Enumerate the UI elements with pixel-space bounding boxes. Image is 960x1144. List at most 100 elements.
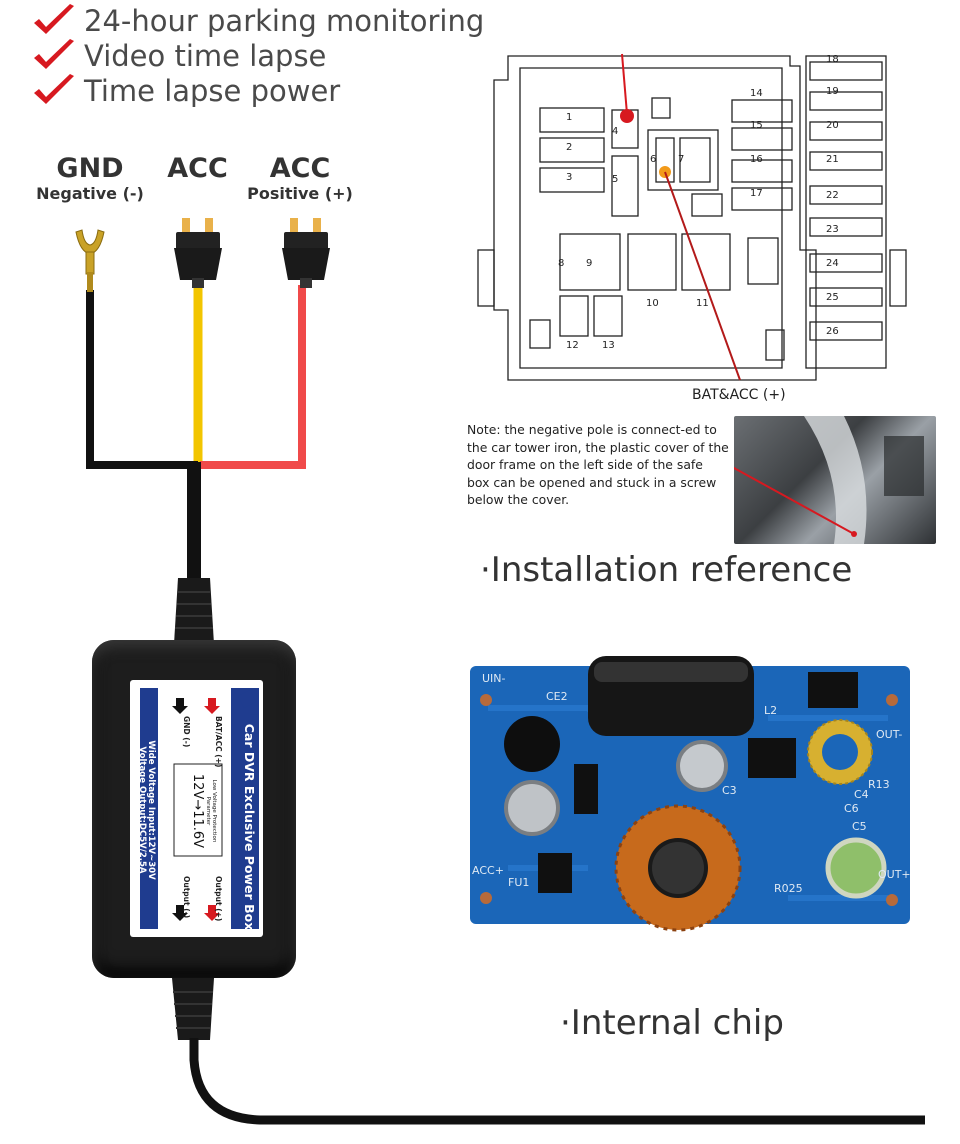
capacitor-green xyxy=(825,837,887,899)
gnd-label: GND Negative (-) xyxy=(25,154,155,204)
gnd-wire xyxy=(86,290,198,469)
acc-positive-subtitle: Positive (+) xyxy=(247,184,353,203)
brand-logo-icon xyxy=(238,690,256,708)
acc-positive-title: ACC xyxy=(269,153,331,184)
strain-relief-top xyxy=(174,578,214,644)
svg-text:L2: L2 xyxy=(764,704,777,717)
svg-text:C5: C5 xyxy=(852,820,867,833)
gnd-subtitle: Negative (-) xyxy=(36,184,144,203)
label-spec-band xyxy=(140,688,158,929)
checkmark-icon xyxy=(34,4,74,34)
small-coil xyxy=(807,719,873,785)
acc-positive-wire xyxy=(200,285,306,469)
indicator-line xyxy=(664,171,741,381)
chip-caption: ·Internal chip xyxy=(560,1003,784,1043)
svg-text:8: 8 xyxy=(558,258,564,269)
acc-title: ACC xyxy=(167,153,228,184)
svg-text:15: 15 xyxy=(750,120,763,131)
arrow-down-icon xyxy=(204,905,220,921)
svg-text:26: 26 xyxy=(826,326,839,337)
acc-positive-label: ACC Positive (+) xyxy=(240,154,360,204)
svg-text:16: 16 xyxy=(750,154,763,165)
installation-caption: ·Installation reference xyxy=(480,550,853,590)
svg-text:13: 13 xyxy=(602,340,615,351)
ic-chip xyxy=(808,672,858,708)
input-spec: Wide Voltage Input:12V~30V xyxy=(146,740,156,880)
checkmark-icon xyxy=(34,74,74,104)
capacitor-silver xyxy=(504,780,560,836)
svg-text:C6: C6 xyxy=(844,802,859,815)
terminal-output-negative: Output (-) xyxy=(182,876,191,919)
ic-chip xyxy=(574,764,598,814)
svg-text:R025: R025 xyxy=(774,882,803,895)
svg-text:OUT+: OUT+ xyxy=(878,868,911,881)
svg-text:22: 22 xyxy=(826,190,839,201)
protection-param: Low Voltage Protection Parameter xyxy=(205,779,217,843)
door-frame-photo xyxy=(693,416,936,544)
svg-text:C4: C4 xyxy=(854,788,869,801)
internal-chip-board: UIN- CE2 L2 OUT- R13 C4 C6 C5 C3 ACC+ FU… xyxy=(470,656,911,932)
svg-text:FU1: FU1 xyxy=(508,876,529,889)
feature-text: Time lapse power xyxy=(84,74,341,108)
feature-item: 24-hour parking monitoring xyxy=(30,3,484,39)
feature-item: Video time lapse xyxy=(30,38,326,74)
svg-text:4: 4 xyxy=(612,126,618,137)
box-title: Car DVR Exclusive Power Box xyxy=(242,723,257,931)
ic-chip xyxy=(538,853,572,893)
feature-text: Video time lapse xyxy=(84,39,327,73)
svg-text:12: 12 xyxy=(566,340,579,351)
svg-text:7: 7 xyxy=(678,154,684,165)
strain-relief-bottom xyxy=(172,978,214,1040)
svg-text:20: 20 xyxy=(826,120,839,131)
svg-text:17: 17 xyxy=(750,188,763,199)
svg-text:6: 6 xyxy=(650,154,656,165)
fuse-box-diagram: 1 2 3 4 5 6 7 8 9 10 11 12 13 14 15 16 1… xyxy=(477,53,907,381)
svg-text:19: 19 xyxy=(826,86,839,97)
capacitor-black xyxy=(504,716,560,772)
arrow-down-icon xyxy=(172,698,188,714)
checkmark-icon xyxy=(34,39,74,69)
fork-terminal-icon xyxy=(75,229,105,292)
output-cable xyxy=(189,1038,925,1125)
toroid-coil xyxy=(614,804,742,932)
svg-text:C3: C3 xyxy=(722,784,737,797)
arrow-down-icon xyxy=(172,905,188,921)
svg-text:5: 5 xyxy=(612,174,618,185)
svg-text:UIN-: UIN- xyxy=(482,672,506,685)
svg-text:R13: R13 xyxy=(868,778,890,791)
svg-text:23: 23 xyxy=(826,224,839,235)
fuse-marker-red xyxy=(620,109,634,123)
gnd-title: GND xyxy=(56,153,124,184)
svg-text:3: 3 xyxy=(566,172,572,183)
feature-item: Time lapse power xyxy=(30,73,340,109)
arrow-down-icon xyxy=(204,698,220,714)
terminal-output-positive: Output (+) xyxy=(214,876,223,922)
power-box-label: E-ACE Car DVR Exclusive Power Box BAT/AC… xyxy=(130,680,263,937)
svg-text:10: 10 xyxy=(646,298,659,309)
output-spec: Voltage Output:DC5V/2.5A xyxy=(137,746,147,874)
svg-text:9: 9 xyxy=(586,258,592,269)
protection-value: 12V→11.6V xyxy=(190,773,205,849)
install-note: Note: the negative pole is connect-ed to… xyxy=(467,422,729,507)
svg-text:14: 14 xyxy=(750,88,763,99)
feature-text: 24-hour parking monitoring xyxy=(84,4,485,38)
svg-text:24: 24 xyxy=(826,258,839,269)
svg-text:25: 25 xyxy=(826,292,839,303)
acc-label: ACC xyxy=(150,154,245,184)
svg-text:2: 2 xyxy=(566,142,572,153)
svg-text:1: 1 xyxy=(566,112,572,123)
fuse-tap-icon xyxy=(282,218,330,288)
svg-text:CE2: CE2 xyxy=(546,690,568,703)
svg-text:ACC+: ACC+ xyxy=(472,864,504,877)
indicator-line xyxy=(621,53,628,115)
svg-text:11: 11 xyxy=(696,298,709,309)
ic-chip xyxy=(748,738,796,778)
bat-acc-label: BAT&ACC (+) xyxy=(692,387,786,403)
label-title-band xyxy=(231,688,259,929)
svg-text:OUT-: OUT- xyxy=(876,728,902,741)
capacitor-silver xyxy=(676,740,728,792)
svg-text:21: 21 xyxy=(826,154,839,165)
svg-text:18: 18 xyxy=(826,54,839,65)
fuse-tap-icon xyxy=(174,218,222,288)
